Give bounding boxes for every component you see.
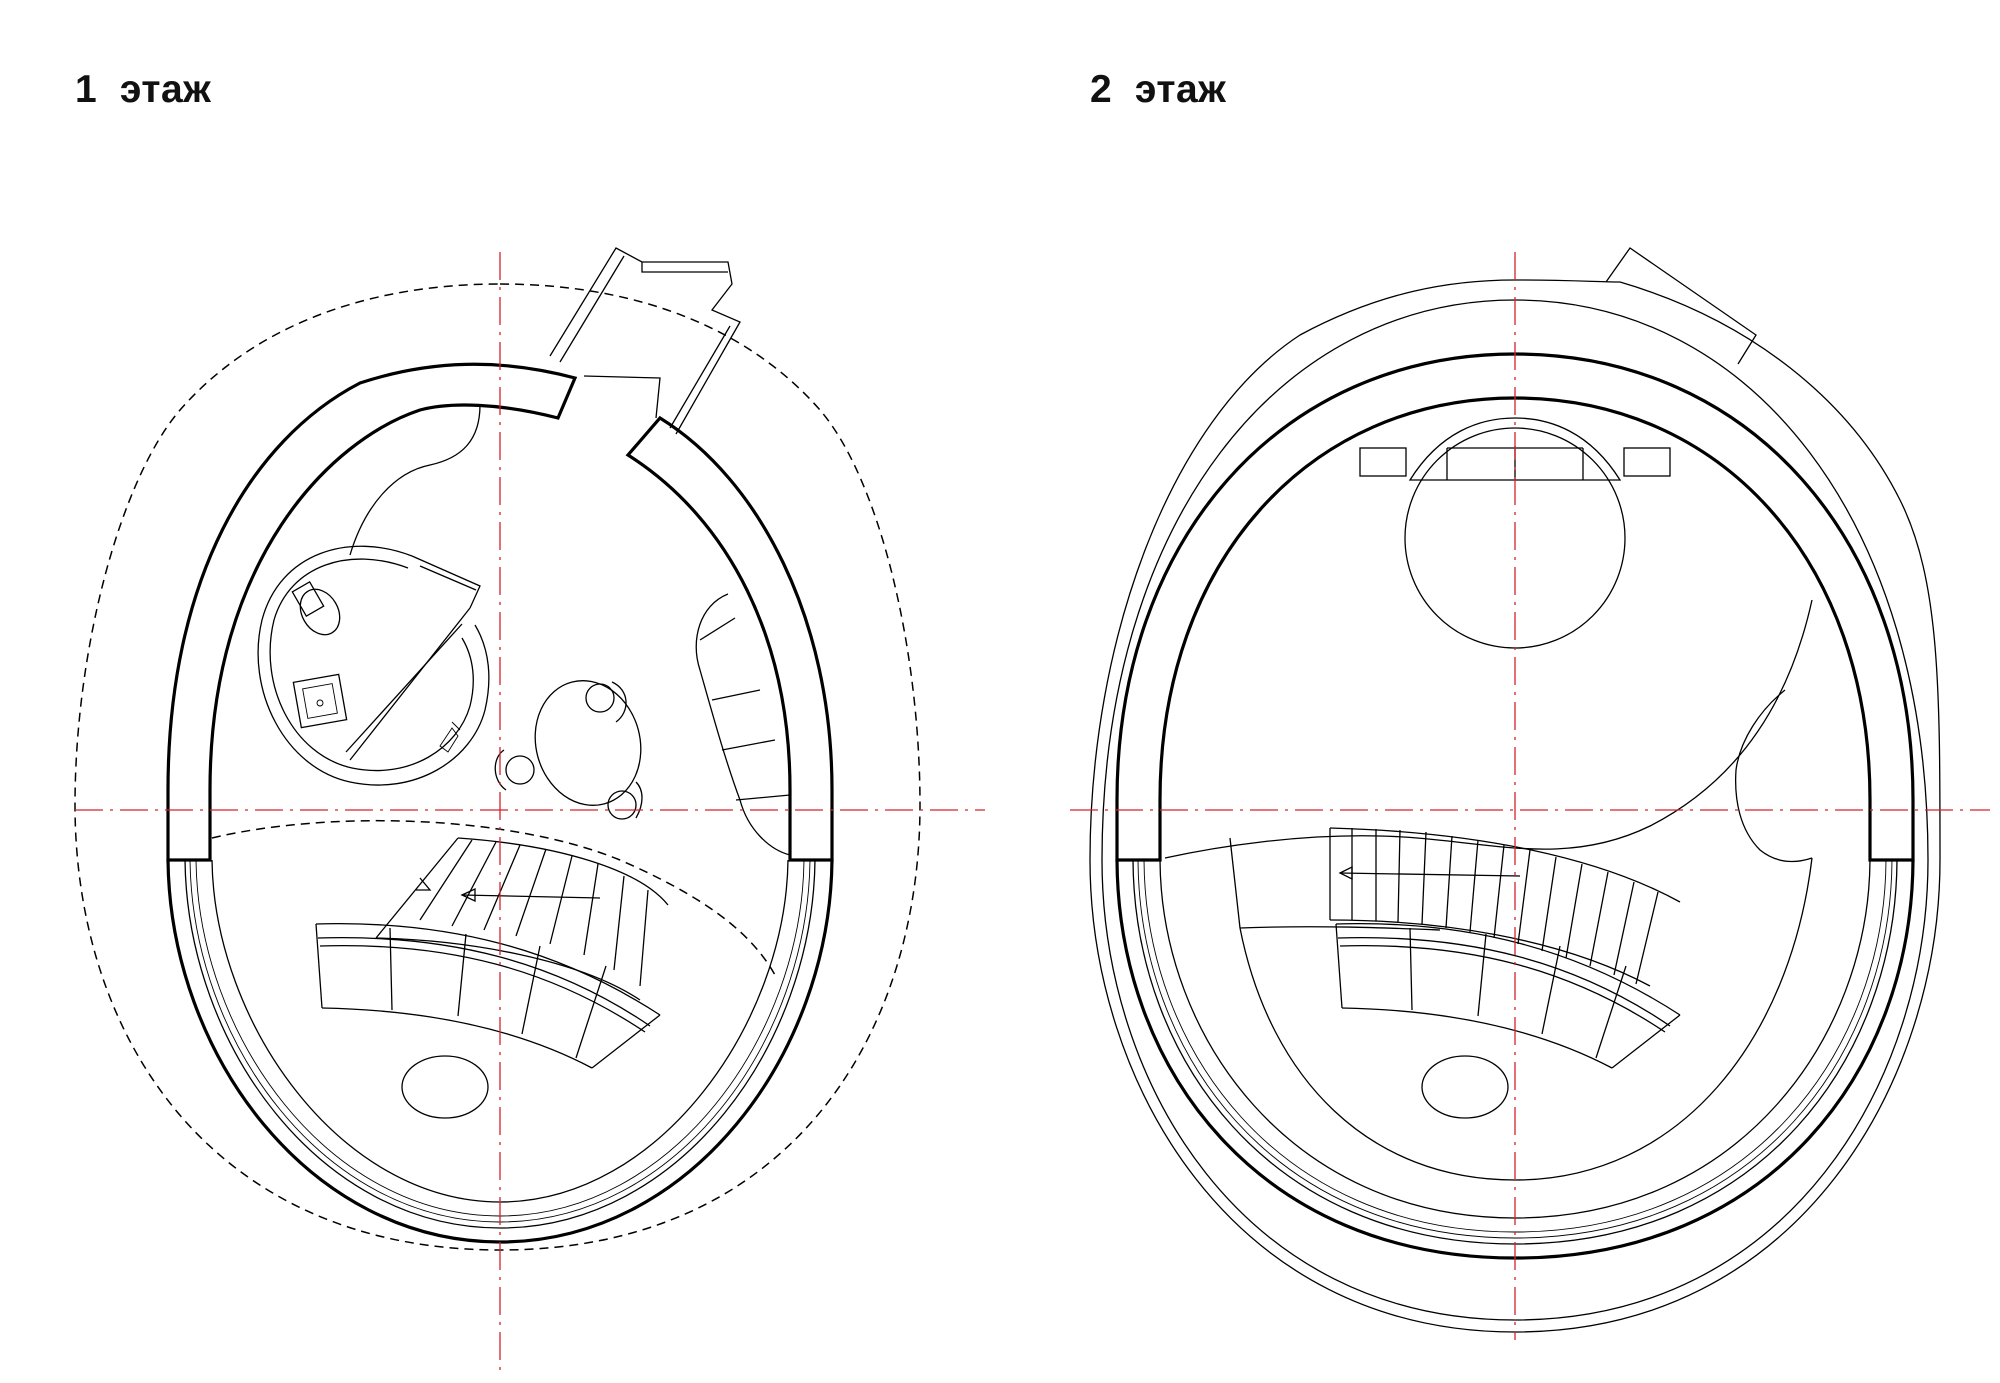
floor-2-eaves-inner: [1101, 299, 1929, 1321]
floor-2-wall: [1115, 352, 1915, 862]
dining-table: [534, 680, 642, 806]
floor-1-shell-lower-inner: [184, 859, 816, 1229]
floor-2-plan: [1070, 247, 1990, 1340]
floor-2-eaves-outline: [1089, 279, 1941, 1333]
floor-1-wall-right: [625, 415, 834, 862]
headboard: [1408, 417, 1622, 481]
floor-1-entrance-partition: [349, 404, 481, 556]
floor-1-title: 1 этаж: [75, 68, 212, 111]
chair-2: [505, 755, 535, 785]
floor-2-curved-bench: [1335, 923, 1681, 1069]
shower-valve: [439, 721, 461, 753]
floor-2-level-edge: [1164, 599, 1813, 859]
floor-1-bathroom-pod: [257, 545, 490, 786]
floor-2-oval-table: [1421, 1055, 1509, 1119]
floor-1-plan: [74, 247, 985, 1375]
floor-1-side-stair: [695, 593, 791, 856]
nightstand-left: [1359, 447, 1407, 477]
floor-1-mezzanine-edge: [211, 819, 776, 976]
floor-1-wall-left: [166, 362, 578, 862]
chair-3: [607, 790, 637, 820]
floor-2-title: 2 этаж: [1090, 68, 1227, 111]
floor-1-main-stair: [375, 837, 669, 1001]
nightstand-right: [1623, 447, 1671, 477]
floor-1-curved-bench: [315, 923, 661, 1069]
floor-1-entrance-vestibule: [549, 247, 741, 435]
sink-fixture: [292, 673, 348, 729]
chair-1: [585, 683, 615, 713]
toilet-fixture: [299, 588, 341, 636]
floor-2-stair: [1229, 827, 1681, 987]
floor-1-oval-table: [401, 1055, 489, 1119]
floor-2-entrance-canopy: [1605, 247, 1757, 365]
